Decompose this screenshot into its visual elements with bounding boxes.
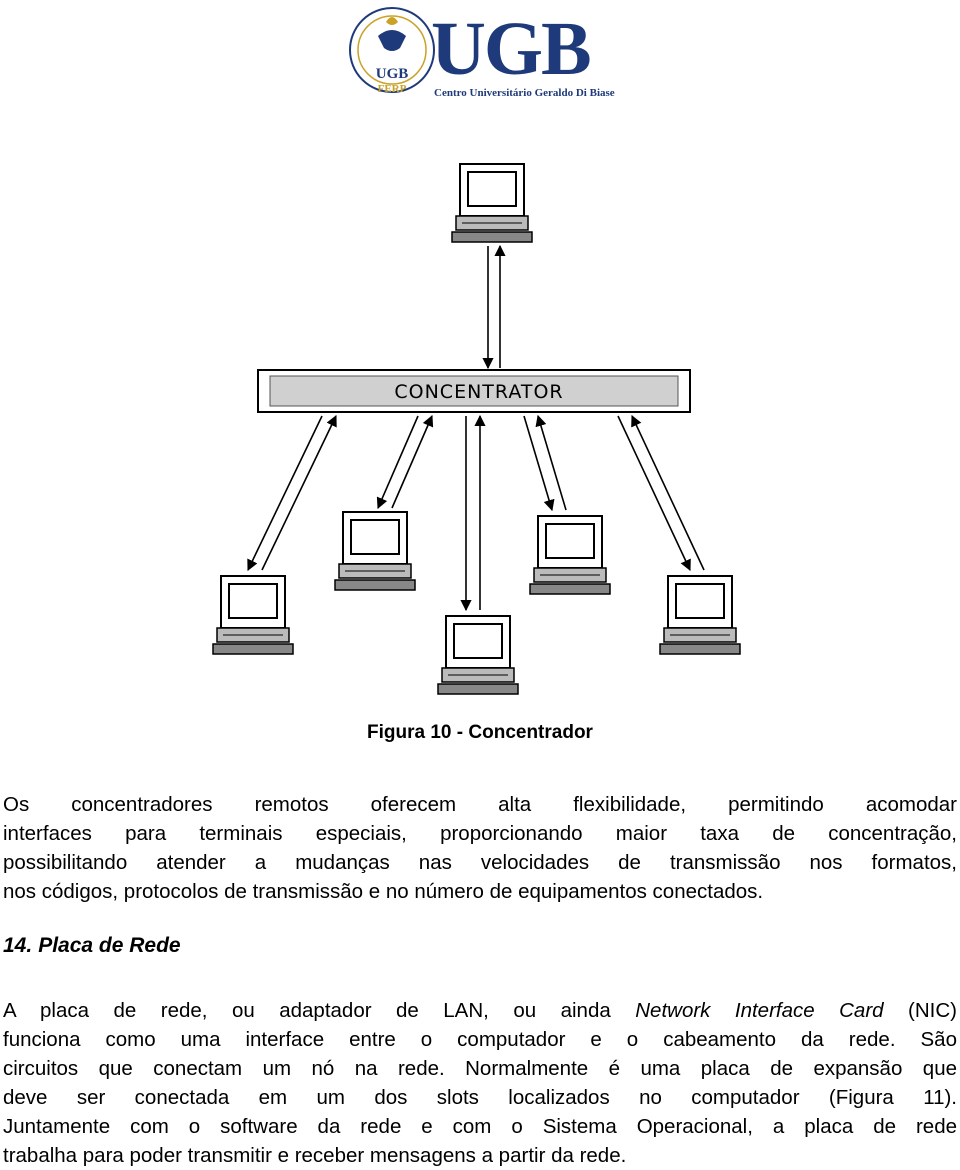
paragraph-line: Os concentradores remotos oferecem alta …	[3, 793, 957, 816]
seal-sub: FERP	[378, 83, 407, 95]
paragraph-placa-de-rede: A placa de rede, ou adaptador de LAN, ou…	[3, 996, 957, 1170]
paragraph-line: interfaces para terminais especiais, pro…	[3, 822, 957, 845]
paragraph-line: A placa de rede, ou adaptador de LAN, ou…	[3, 996, 957, 1025]
figure-caption: Figura 10 - Concentrador	[367, 722, 593, 743]
university-seal: UGB FERP	[349, 7, 435, 95]
line-text: (NIC)	[908, 999, 957, 1022]
section-title: Placa de Rede	[38, 934, 181, 957]
logo-acronym: UGB	[431, 7, 590, 91]
paragraph-line: trabalha para poder transmitir e receber…	[3, 1144, 627, 1167]
paragraph-concentradores: Os concentradores remotos oferecem alta …	[3, 790, 957, 906]
computer-terminal-icon	[437, 615, 519, 695]
computer-terminal-icon	[334, 511, 416, 591]
italic-term: Network Interface Card	[635, 999, 884, 1022]
concentrator-label: CONCENTRATOR	[394, 381, 563, 403]
section-heading: 14.Placa de Rede	[3, 934, 181, 958]
ugb-logo: UGB FERP UGB Centro Universitário Gerald…	[349, 7, 615, 99]
seal-acronym: UGB	[376, 66, 409, 82]
line-text: A placa de rede, ou adaptador de LAN, ou…	[3, 999, 611, 1022]
section-number: 14.	[3, 934, 33, 957]
paragraph-line: nos códigos, protocolos de transmissão e…	[3, 880, 764, 903]
paragraph-line: circuitos que conectam um nó na rede. No…	[3, 1057, 957, 1080]
paragraph-line: funciona como uma interface entre o comp…	[3, 1028, 957, 1051]
concentrator-box: CONCENTRATOR	[257, 369, 691, 413]
paragraph-line: deve ser conectada em um dos slots local…	[3, 1086, 957, 1109]
computer-terminal-icon	[659, 575, 741, 655]
computer-terminal-icon	[212, 575, 294, 655]
logo-subtitle: Centro Universitário Geraldo Di Biase	[434, 87, 615, 99]
paragraph-line: Juntamente com o software da rede e com …	[3, 1115, 957, 1138]
computer-terminal-icon	[451, 163, 533, 243]
computer-terminal-icon	[529, 515, 611, 595]
connection-arrows	[247, 244, 705, 612]
paragraph-line: possibilitando atender a mudanças nas ve…	[3, 851, 957, 874]
network-diagram: CONCENTRATOR	[212, 163, 741, 695]
